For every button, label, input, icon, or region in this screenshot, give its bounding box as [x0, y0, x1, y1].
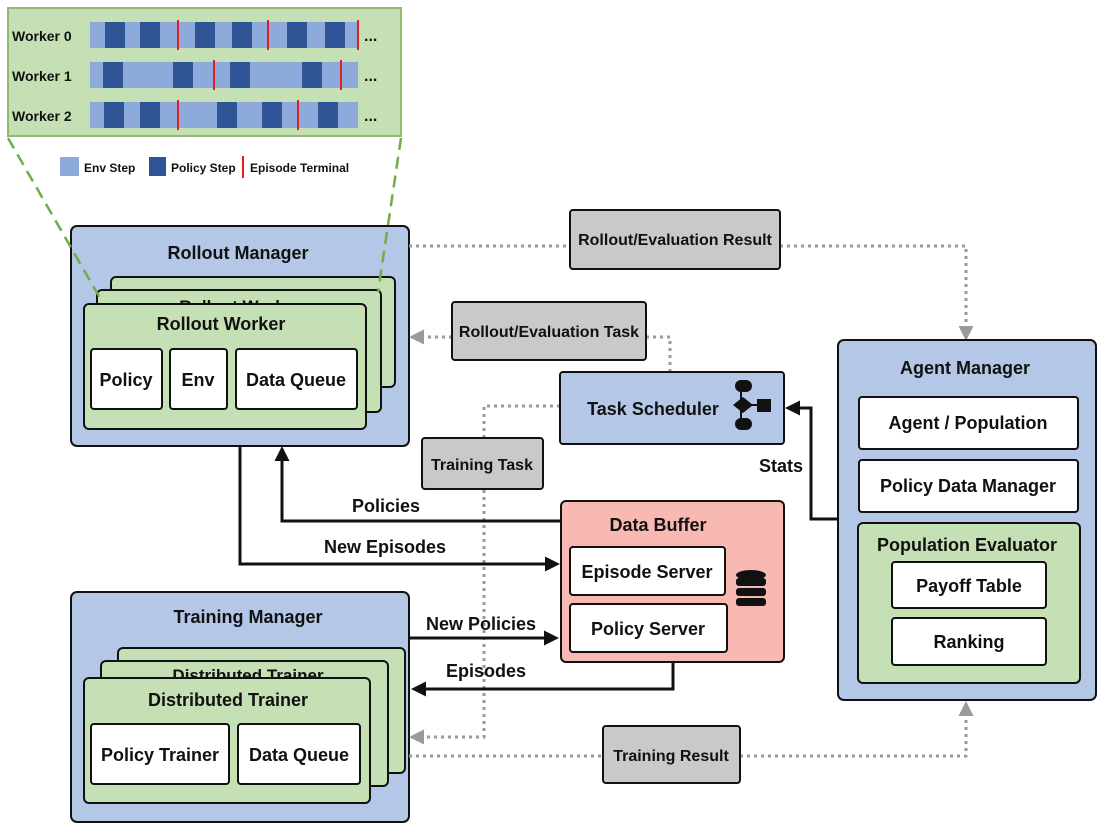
rollout-manager-title: Rollout Manager — [167, 243, 308, 263]
training-manager: Training Manager Distributed Trainer Dis… — [70, 591, 410, 823]
legend-episode-terminal: Episode Terminal — [250, 161, 349, 175]
policy-server-box — [569, 603, 728, 653]
rollout-manager: Rollout Manager Rollout Worker Rollout W… — [70, 225, 410, 447]
policies-label: Policies — [352, 496, 420, 516]
ranking-box — [891, 617, 1047, 666]
rollout-task-label: Rollout/Evaluation Task — [459, 324, 639, 341]
policy-data-manager-box — [858, 459, 1079, 513]
new-episodes-arrow — [238, 446, 560, 572]
rollout-result-label: Rollout/Evaluation Result — [578, 232, 772, 249]
database-icon — [736, 570, 766, 606]
rollout-task-box — [451, 301, 647, 361]
policy-server-label: Policy Server — [591, 619, 705, 639]
solid-connectors — [238, 400, 838, 697]
ellipsis: ... — [364, 108, 377, 125]
worker-row: Worker 1... — [12, 60, 377, 90]
zoom-line-left — [6, 137, 102, 299]
legend-env-step: Env Step — [84, 161, 135, 175]
training-task-arrow — [409, 490, 486, 745]
flowchart-icon — [733, 380, 771, 430]
training-manager-title: Training Manager — [173, 607, 322, 627]
trainer-title: Distributed Trainer — [148, 690, 308, 710]
agent-manager: Agent Manager Agent / Population Policy … — [837, 339, 1097, 701]
task-scheduler-box — [559, 371, 785, 445]
new-policies-label: New Policies — [426, 614, 536, 634]
rollout-result-box — [569, 209, 781, 270]
data-queue-box — [235, 348, 358, 410]
policy-step-block — [195, 22, 215, 48]
payoff-table-box — [891, 561, 1047, 609]
dotted-connectors — [409, 244, 974, 758]
agent-manager-title: Agent Manager — [900, 358, 1030, 378]
zoom-line-right — [376, 137, 403, 293]
trainer-data-queue-box — [237, 723, 361, 785]
env-box — [169, 348, 228, 410]
episode-server-label: Episode Server — [581, 562, 712, 582]
policy-step-block — [318, 102, 338, 128]
rollout-worker-title: Rollout Worker — [157, 314, 286, 334]
data-buffer: Data Buffer Episode Server Policy Server — [560, 500, 785, 663]
task-scheduler: Task Scheduler — [559, 371, 785, 445]
policy-step-block — [262, 102, 282, 128]
policy-step-block — [230, 62, 250, 88]
stats-label: Stats — [759, 456, 803, 476]
legend-policy-step: Policy Step — [171, 161, 236, 175]
policy-step-block — [232, 22, 252, 48]
policy-step-block — [105, 22, 125, 48]
ellipsis: ... — [364, 68, 377, 85]
stats-arrow — [785, 400, 838, 521]
env-label: Env — [181, 370, 214, 390]
task-scheduler-title: Task Scheduler — [587, 399, 719, 419]
payoff-table-label: Payoff Table — [916, 576, 1022, 596]
worker-row: Worker 0... — [12, 20, 377, 50]
ranking-label: Ranking — [933, 632, 1004, 652]
rollout-task-line-right — [646, 335, 672, 372]
worker-label: Worker 2 — [12, 108, 72, 124]
policy-step-block — [217, 102, 237, 128]
worker-timeline-panel: Worker 0...Worker 1...Worker 2... Env St… — [7, 7, 402, 178]
env-step-bar — [90, 22, 358, 48]
population-evaluator-title: Population Evaluator — [877, 535, 1057, 555]
policy-step-block — [325, 22, 345, 48]
policy-box — [90, 348, 163, 410]
agent-population-box — [858, 396, 1079, 450]
training-result-box — [602, 725, 741, 784]
policy-data-manager-label: Policy Data Manager — [880, 476, 1056, 496]
policy-trainer-box — [90, 723, 230, 785]
policy-step-swatch — [149, 157, 166, 176]
policies-arrow — [274, 446, 561, 523]
training-result-label: Training Result — [613, 748, 729, 765]
worker-label: Worker 0 — [12, 28, 72, 44]
trainer-data-queue-label: Data Queue — [249, 745, 349, 765]
episodes-label: Episodes — [446, 661, 526, 681]
policy-step-block — [140, 102, 160, 128]
worker-label: Worker 1 — [12, 68, 72, 84]
new-episodes-label: New Episodes — [324, 537, 446, 557]
policy-step-block — [287, 22, 307, 48]
policy-step-block — [104, 102, 124, 128]
data-buffer-title: Data Buffer — [609, 515, 706, 535]
episodes-arrow — [411, 662, 675, 697]
rollout-result-arrow — [780, 244, 974, 341]
policy-label: Policy — [99, 370, 152, 390]
training-result-arrow — [740, 701, 974, 758]
timeline-legend: Env Step Policy Step Episode Terminal — [60, 156, 349, 178]
training-task-line-top — [482, 404, 560, 438]
episode-server-box — [569, 546, 726, 596]
training-task-label: Training Task — [431, 457, 533, 474]
env-step-swatch — [60, 157, 79, 176]
training-task-box — [421, 437, 544, 490]
ellipsis: ... — [364, 28, 377, 45]
policy-step-block — [140, 22, 160, 48]
policy-step-block — [103, 62, 123, 88]
agent-population-label: Agent / Population — [889, 413, 1048, 433]
policy-step-block — [173, 62, 193, 88]
data-queue-label: Data Queue — [246, 370, 346, 390]
policy-step-block — [302, 62, 322, 88]
worker-row: Worker 2... — [12, 100, 377, 130]
policy-trainer-label: Policy Trainer — [101, 745, 219, 765]
